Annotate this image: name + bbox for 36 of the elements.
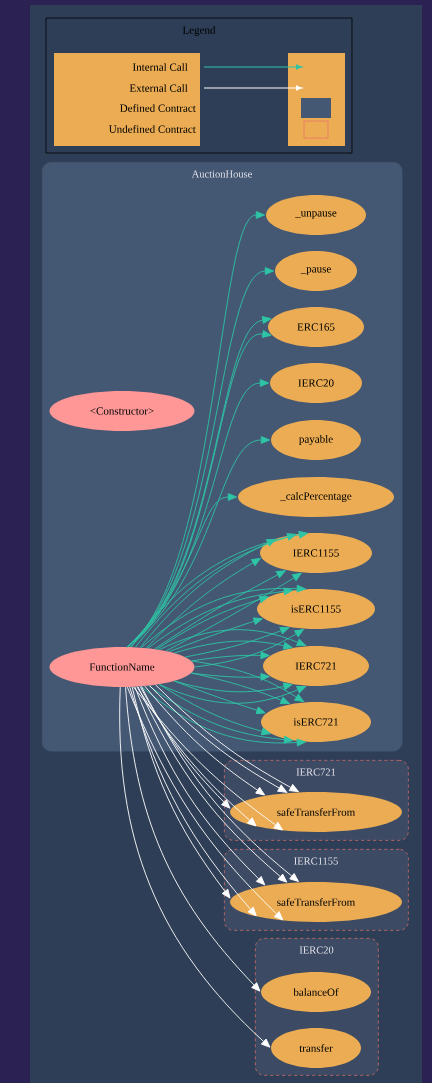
- call-arrow: [158, 683, 271, 736]
- call-arrow: [144, 685, 266, 796]
- call-arrow: [125, 686, 261, 992]
- call-arrow: [139, 686, 231, 809]
- call-arrow: [119, 686, 271, 1048]
- call-arrow: [145, 557, 261, 649]
- call-arrow: [173, 640, 293, 654]
- legend-text: Internal Call: [132, 63, 188, 71]
- call-arrow: [168, 617, 263, 653]
- call-arrow: [194, 629, 304, 668]
- call-arrow: [126, 493, 238, 648]
- call-arrow: [131, 686, 231, 899]
- call-arrow: [141, 584, 306, 648]
- call-arrow: [133, 686, 284, 831]
- call-arrow: [190, 651, 270, 662]
- call-arrow: [141, 686, 306, 747]
- call-arrow: [154, 570, 286, 650]
- call-arrow: [173, 680, 293, 693]
- call-arrow: [148, 685, 294, 744]
- call-arrow: [136, 686, 257, 827]
- call-arrow: [184, 626, 290, 658]
- call-arrow: [158, 629, 307, 651]
- legend-text: External Call: [129, 84, 188, 92]
- legend-title: Legend: [182, 26, 216, 36]
- legend-text: Defined Contract: [120, 104, 196, 112]
- call-arrow: [129, 686, 257, 917]
- call-arrow: [134, 686, 266, 886]
- call-arrow: [190, 672, 290, 705]
- call-arrow: [147, 587, 293, 649]
- call-arrow: [165, 572, 302, 652]
- call-arrow: [173, 680, 266, 715]
- call-arrow: [126, 686, 284, 921]
- call-arrow: [139, 538, 276, 648]
- call-arrow: [156, 595, 269, 650]
- call-arrow: [190, 660, 304, 703]
- legend-text: Undefined Contract: [109, 125, 196, 133]
